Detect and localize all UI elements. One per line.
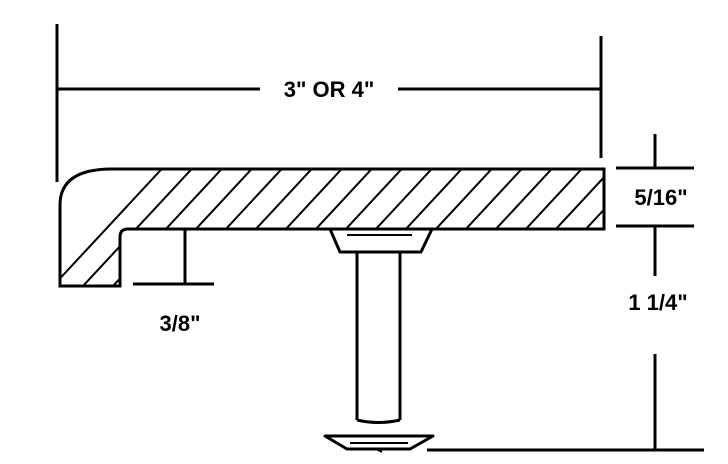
hatch-line — [700, 160, 728, 300]
spline-fastener — [323, 227, 435, 453]
spline-head — [328, 227, 434, 254]
spline-tip — [375, 448, 383, 453]
hatch-line — [670, 160, 728, 300]
hatch-line — [60, 169, 171, 286]
nosing-drop-label: 3/8" — [159, 311, 200, 336]
spline-shaft-end — [356, 418, 401, 424]
spline-shaft — [355, 252, 402, 420]
spline-depth-label: 1 1/4" — [628, 290, 687, 315]
hatch-line — [640, 160, 728, 300]
thickness-dimension — [616, 134, 694, 276]
nosing-drop-dimension — [133, 229, 214, 286]
overall-width-dimension — [55, 24, 603, 182]
hatch-line — [610, 160, 728, 300]
thickness-label: 5/16" — [634, 185, 687, 210]
overall-width-label: 3" OR 4" — [284, 77, 375, 102]
nosing-outline — [58, 167, 606, 288]
spline-depth-dimension — [427, 354, 704, 452]
